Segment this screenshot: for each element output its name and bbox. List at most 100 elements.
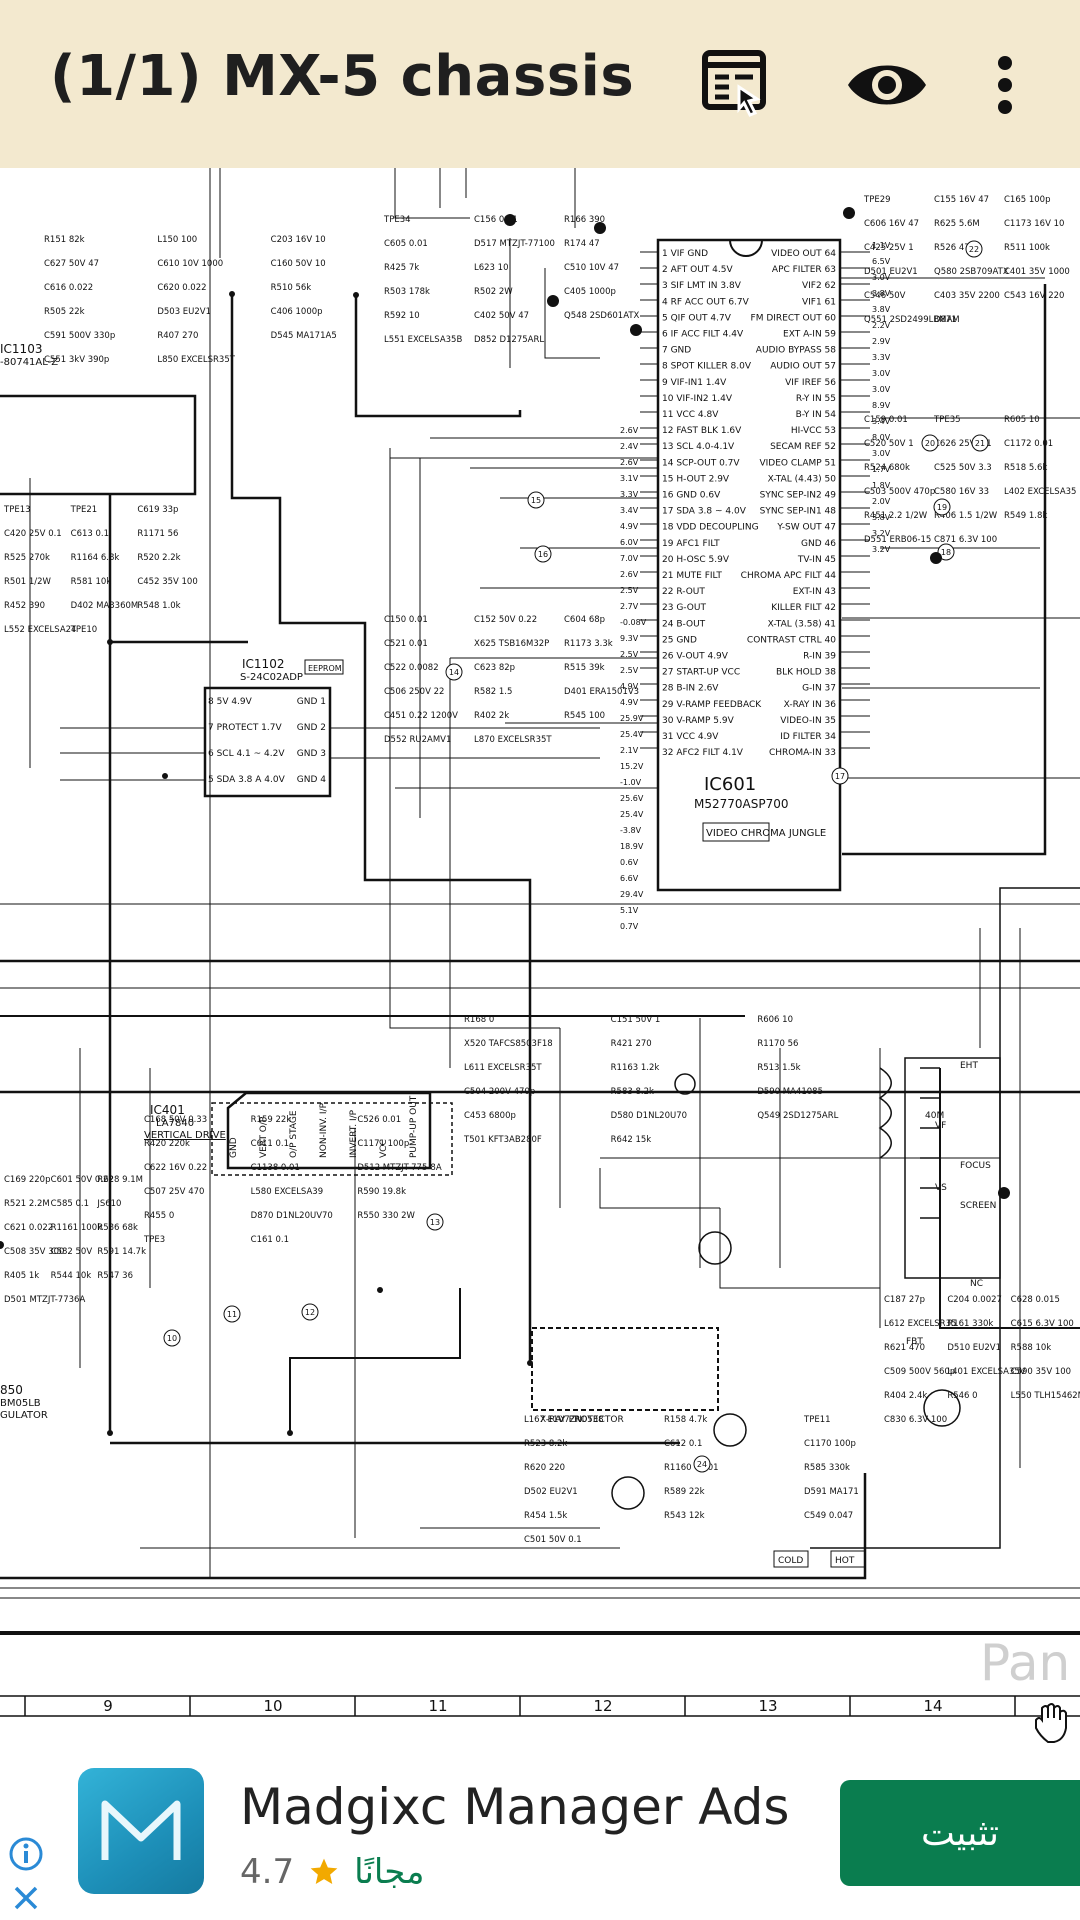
ic601-pin-label: X-RAY IN 36 — [784, 700, 837, 710]
ic401-pin-label: NON-INV. I/P — [319, 1102, 329, 1158]
ic601-pin-label: 24 B-OUT — [662, 619, 706, 629]
reference-number: 10 — [167, 1334, 177, 1343]
ic601-pin-label: 18 VDD DECOUPLING — [662, 523, 759, 533]
component-label: R628 9.1M — [97, 1175, 143, 1185]
reader-mode-button[interactable] — [692, 40, 782, 130]
ad-close-button[interactable] — [8, 1880, 44, 1916]
ic601-pin-label: AUDIO BYPASS 58 — [756, 346, 836, 356]
ic601-pin-label: BLK HOLD 38 — [776, 668, 836, 678]
ic601-pin-label: 8 SPOT KILLER 8.0V — [662, 362, 752, 372]
ic601-pin-label: 29 V-RAMP FEEDBACK — [662, 700, 762, 710]
component-label: C585 0.1 — [51, 1199, 89, 1209]
component-label: C551 3kV 390p — [44, 355, 109, 365]
ic601-pin-label: SECAM REF 52 — [770, 442, 836, 452]
voltage-label: 2.6V — [620, 570, 639, 579]
ad-rating: 4.7 — [240, 1852, 295, 1892]
component-label: C152 50V 0.22 — [474, 615, 537, 625]
voltage-label: 3.8V — [872, 289, 891, 298]
component-label: R590 19.8k — [357, 1187, 406, 1197]
component-label: D591 MA171 — [804, 1487, 859, 1497]
component-label: R513 1.5k — [757, 1063, 800, 1073]
component-label: R620 220 — [524, 1463, 565, 1473]
component-label: R166 390 — [564, 215, 605, 225]
component-label: C1172 0.01 — [1004, 439, 1053, 449]
component-label: R405 1k — [4, 1271, 39, 1281]
component-label: C507 25V 470 — [144, 1187, 204, 1197]
ic601-pin-label: SYNC SEP-IN1 48 — [760, 507, 837, 517]
ic601-pin-label: 16 GND 0.6V — [662, 491, 721, 501]
component-label: R402 2k — [474, 711, 509, 721]
ic601-pin-label: 1 VIF GND — [662, 249, 708, 259]
component-label: R161 330k — [947, 1319, 993, 1329]
ruler-number: 13 — [758, 1697, 777, 1715]
hot-box — [830, 1550, 866, 1568]
component-label: C521 0.01 — [384, 639, 428, 649]
ic850-subtitle: GULATOR — [0, 1410, 48, 1421]
component-label: C402 50V 47 — [474, 311, 529, 321]
ic401-pin-label: GND — [229, 1137, 239, 1158]
component-label: R510 56k — [271, 283, 312, 293]
voltage-label: 2.1V — [620, 746, 639, 755]
ad-install-button[interactable]: تثبيت — [840, 1780, 1080, 1886]
marker-label: COLD — [778, 1556, 803, 1566]
component-label: C520 50V 1 — [864, 439, 914, 449]
voltage-label: 25.6V — [620, 794, 644, 803]
ic601-pin-label: CHROMA-IN 33 — [769, 748, 836, 758]
ic601-pin-label: FM DIRECT OUT 60 — [751, 313, 837, 323]
ic601-pin-label: 27 START-UP VCC — [662, 668, 740, 678]
component-label: C605 0.01 — [384, 239, 428, 249]
component-label: C591 500V 330p — [44, 331, 115, 341]
ad-app-icon[interactable] — [78, 1768, 204, 1894]
ic601-pin-label: 23 G-OUT — [662, 603, 706, 613]
reference-number: 13 — [430, 1218, 440, 1227]
ad-app-name[interactable]: Madgixc Manager Ads — [240, 1778, 790, 1836]
component-label: R518 5.6k — [1004, 463, 1047, 473]
voltage-label: 8.0V — [872, 433, 891, 442]
component-label: R151 82k — [44, 235, 85, 245]
component-label: C168 50V 0.33 — [144, 1115, 207, 1125]
marker-label: VS — [935, 1183, 947, 1193]
ic601-pin-label: 7 GND — [662, 346, 691, 356]
voltage-label: 3.8V — [872, 513, 891, 522]
component-label: R588 10k — [1011, 1343, 1052, 1353]
info-icon — [9, 1837, 43, 1871]
voltage-label: 4.9V — [620, 682, 639, 691]
component-label: C1138 0.01 — [251, 1163, 300, 1173]
ic601-pin-label: EXT-IN 43 — [793, 587, 836, 597]
component-label: X625 TSB16M32P — [474, 639, 549, 649]
voltage-label: 3.4V — [620, 506, 639, 515]
q549-transistor — [713, 1413, 747, 1447]
reference-number: 20 — [925, 439, 935, 448]
voltage-label: 2.4V — [620, 442, 639, 451]
component-label: R168 0 — [464, 1015, 494, 1025]
ad-banner[interactable]: Madgixc Manager Ads 4.7 مجانًا تثبيت — [0, 1748, 1080, 1920]
component-label: R425 7k — [384, 263, 419, 273]
component-label: TPE29 — [863, 195, 891, 205]
component-label: D503 EU2V1 — [157, 307, 211, 317]
component-label: C156 0.01 — [474, 215, 518, 225]
component-label: C1171 100p — [357, 1139, 409, 1149]
voltage-labels: 1.1V6.5V3.0V3.8V3.8V2.2V2.9V3.3V3.0V3.0V… — [620, 241, 891, 931]
component-label: R625 5.6M — [934, 219, 980, 229]
component-label: L580 EXCELSA39 — [251, 1187, 323, 1197]
component-label: R546 0 — [947, 1391, 977, 1401]
ic601-pin-label: APC FILTER 63 — [772, 265, 836, 275]
view-button[interactable] — [842, 40, 932, 130]
ad-price: مجانًا — [354, 1852, 425, 1892]
reference-circle — [301, 1303, 319, 1321]
component-label: C525 50V 3.3 — [934, 463, 992, 473]
app-logo-icon — [101, 1800, 181, 1860]
component-label: D552 RU2AMV1 — [384, 735, 451, 745]
ic601-pin-label: VIF IREF 56 — [785, 378, 836, 388]
ad-info-button[interactable] — [8, 1836, 44, 1872]
component-label: R452 390 — [4, 601, 45, 611]
component-label: R454 1.5k — [524, 1511, 567, 1521]
overflow-menu-button[interactable] — [970, 40, 1040, 130]
component-label: R1173 3.3k — [564, 639, 613, 649]
